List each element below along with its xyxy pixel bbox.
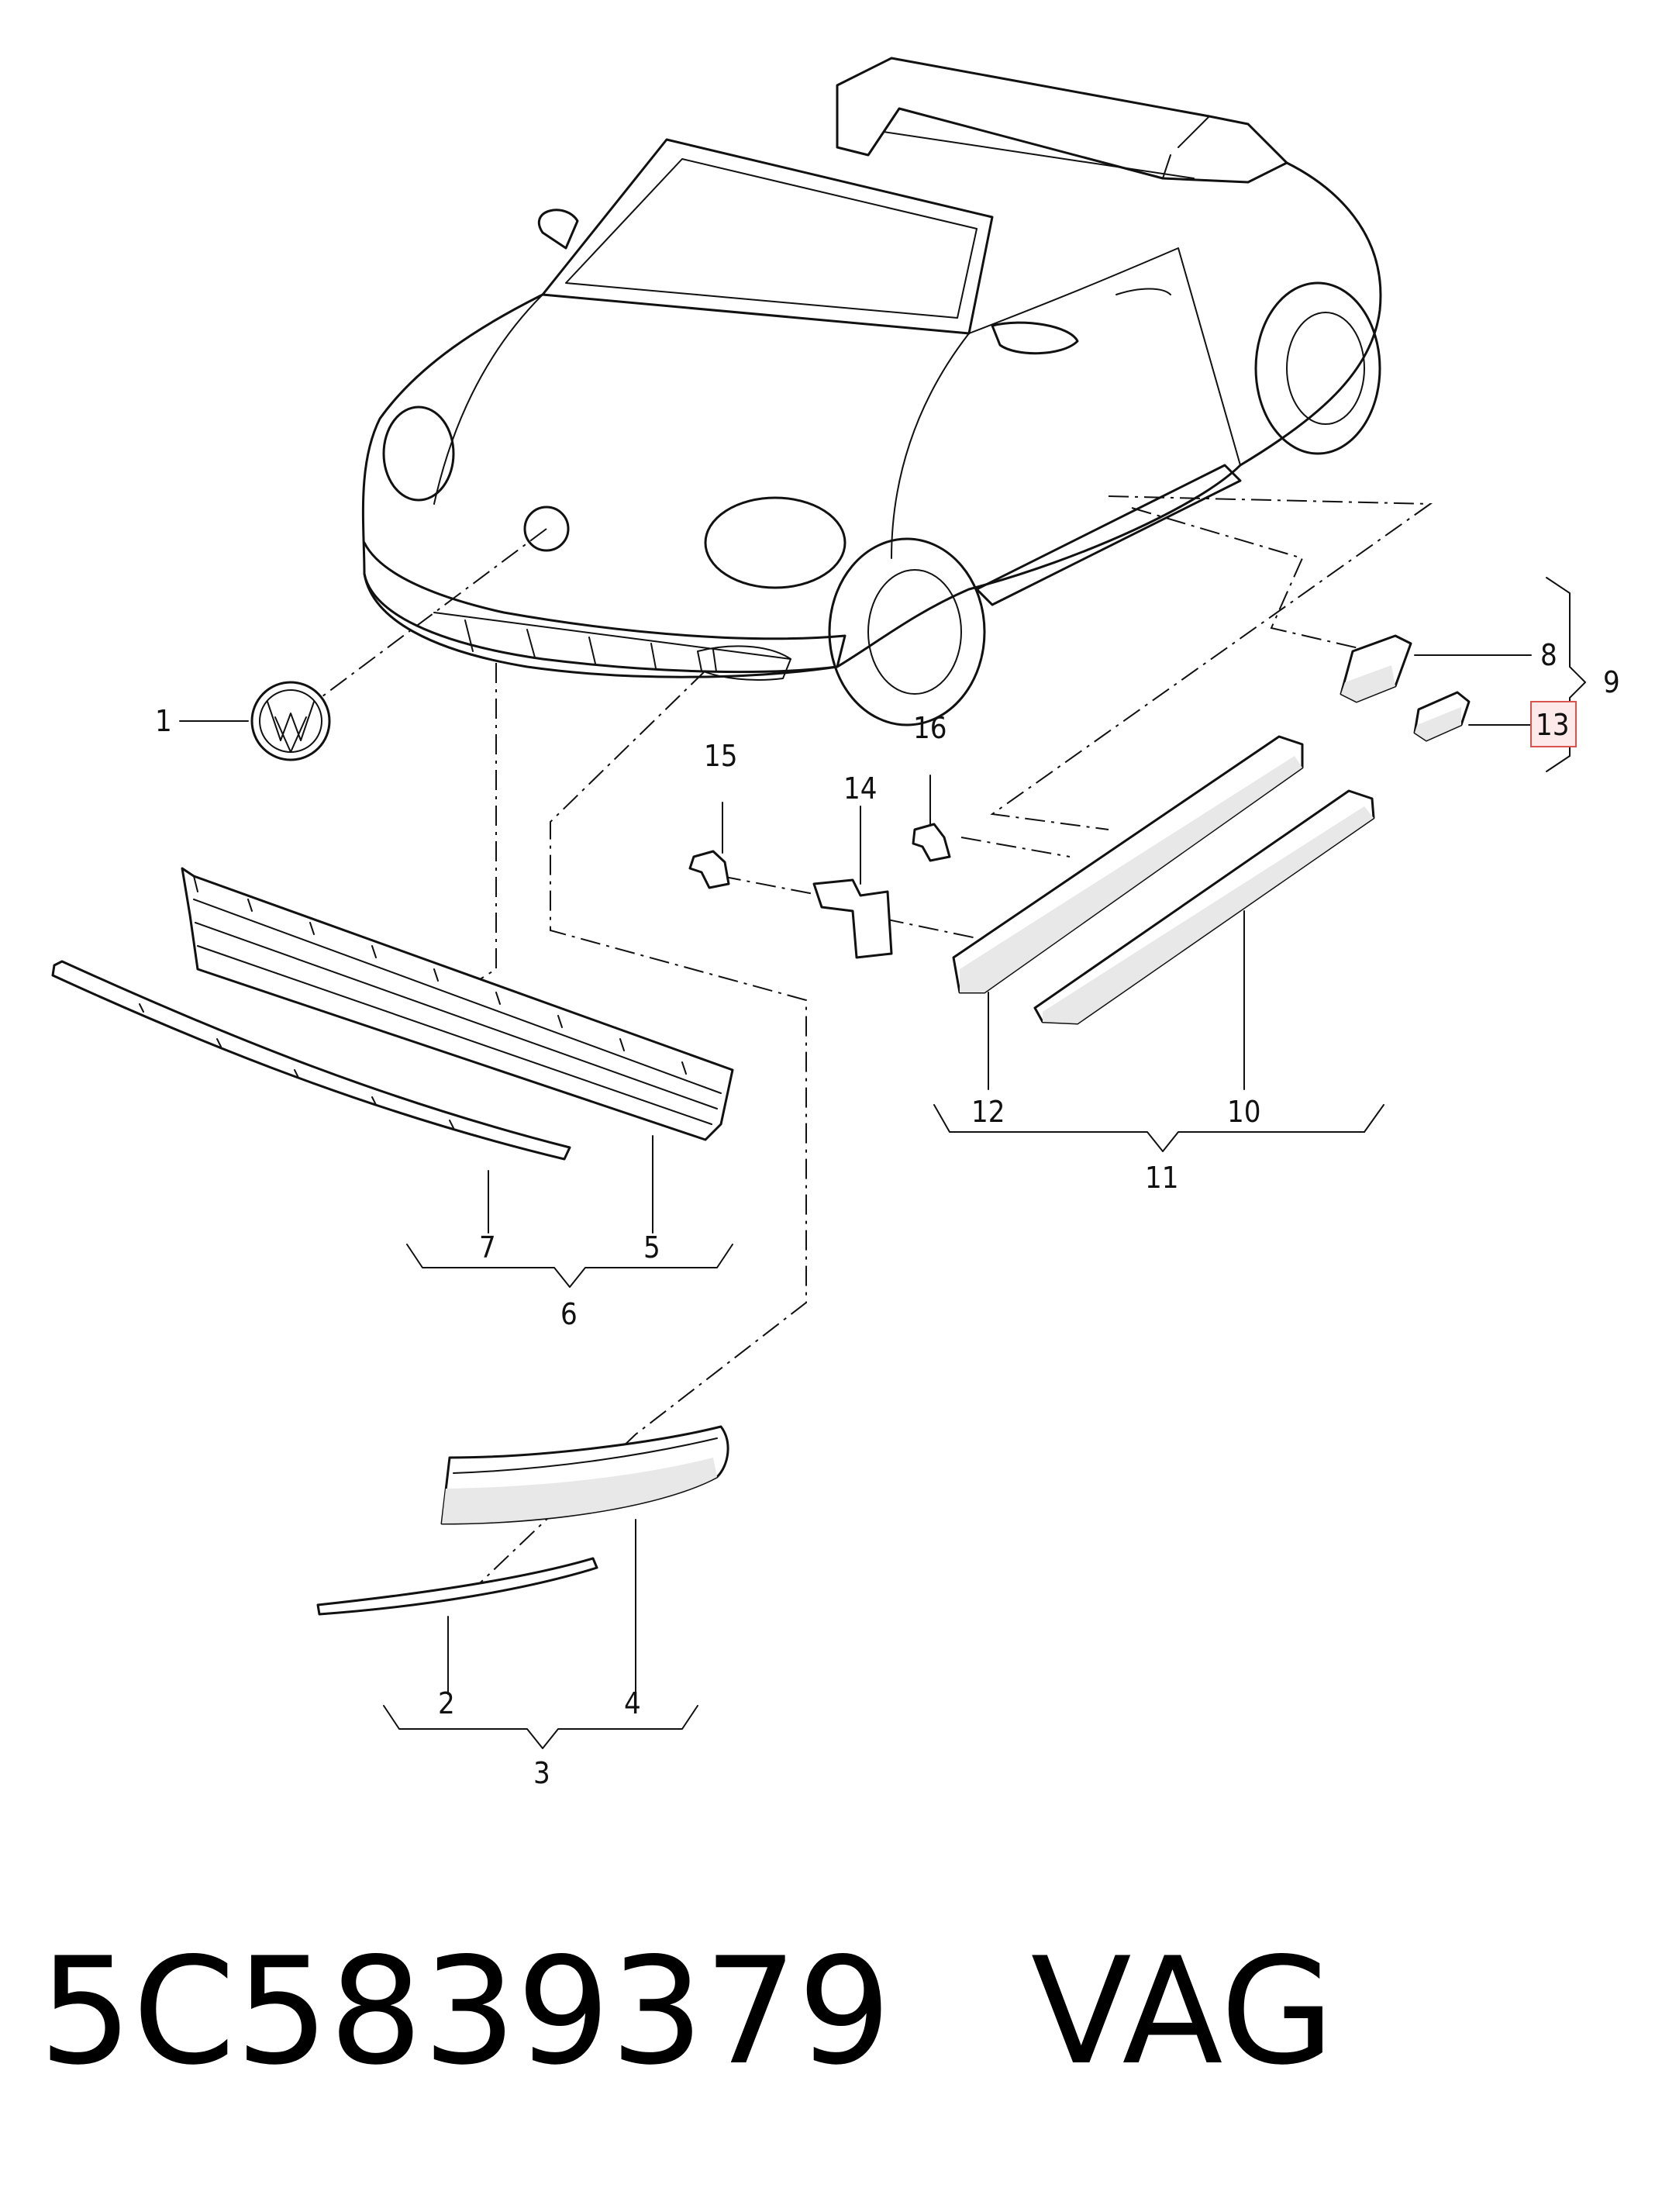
brand-text: VAG bbox=[1030, 1926, 1335, 2097]
callout-15: 15 bbox=[704, 739, 738, 773]
exploded-parts-diagram: 1 2 3 4 5 6 7 8 9 10 11 12 13 14 15 16 bbox=[51, 57, 1620, 1790]
part-number-caption: 5C5839379 VAG bbox=[39, 1923, 1628, 2101]
callout-16: 16 bbox=[913, 711, 947, 745]
vw-emblem-part bbox=[250, 681, 331, 761]
fog-lamp-cover-part bbox=[440, 1425, 729, 1525]
fog-lamp-trim-strip-part bbox=[316, 1557, 598, 1616]
callout-12: 12 bbox=[971, 1095, 1005, 1129]
sill-moulding-parts bbox=[952, 735, 1375, 1025]
callout-14: 14 bbox=[843, 771, 878, 806]
callout-2: 2 bbox=[438, 1686, 455, 1720]
callout-8: 8 bbox=[1540, 638, 1557, 672]
callout-4: 4 bbox=[624, 1686, 641, 1720]
callout-labels: 1 2 3 4 5 6 7 8 9 10 11 12 13 14 15 16 bbox=[155, 638, 1620, 1790]
callout-11: 11 bbox=[1145, 1161, 1179, 1195]
callout-9: 9 bbox=[1603, 665, 1620, 699]
callout-3: 3 bbox=[533, 1756, 550, 1790]
callout-5: 5 bbox=[643, 1230, 660, 1265]
car-illustration bbox=[361, 57, 1382, 726]
callout-10: 10 bbox=[1227, 1095, 1261, 1129]
fastener-clip-parts bbox=[688, 823, 951, 959]
dashed-leader-lines bbox=[309, 495, 1433, 1598]
callout-13-highlight bbox=[1530, 701, 1577, 747]
callout-6: 6 bbox=[560, 1297, 578, 1331]
callout-7: 7 bbox=[479, 1230, 496, 1265]
callout-1: 1 bbox=[155, 704, 172, 738]
grille-trim-strip-part bbox=[51, 960, 571, 1161]
callout-13: 13 bbox=[1536, 708, 1570, 742]
callout-lines bbox=[179, 577, 1586, 1749]
end-cap-parts bbox=[1340, 634, 1471, 742]
radiator-grille-part bbox=[181, 867, 734, 1141]
part-number-text: 5C5839379 bbox=[39, 1926, 891, 2097]
